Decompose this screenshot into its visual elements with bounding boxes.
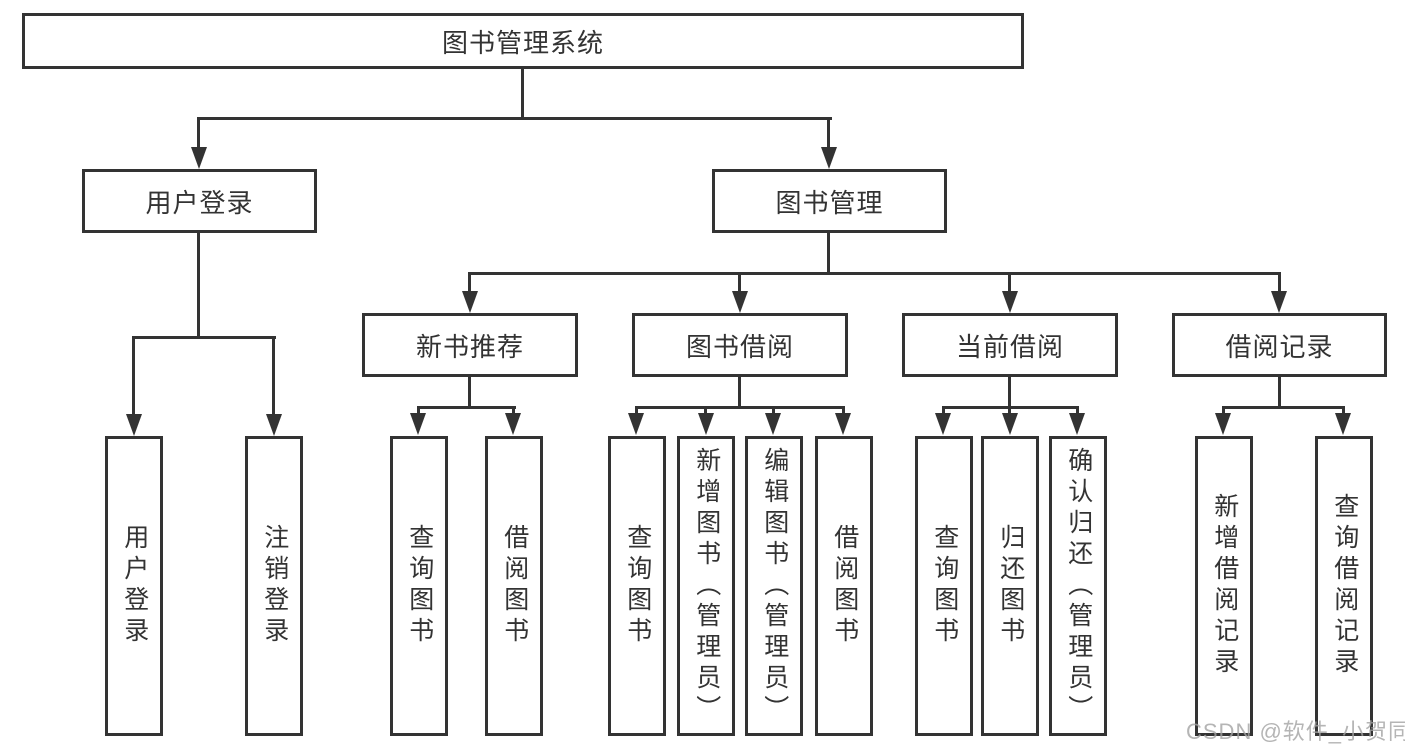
node-book-management: 图书管理 xyxy=(712,169,947,233)
leaf-query-borrow-record: 查询借阅记录 xyxy=(1315,436,1373,736)
leaf-borrow-books-recommend-label: 借阅图书 xyxy=(500,524,529,648)
connector-vline xyxy=(1278,377,1281,409)
connector-hline xyxy=(417,406,516,409)
leaf-user-login: 用户登录 xyxy=(105,436,163,736)
connector-vline xyxy=(738,272,741,293)
connector-vline xyxy=(1342,406,1345,416)
leaf-query-books-current-label: 查询图书 xyxy=(930,524,959,648)
arrow-down xyxy=(1002,413,1018,435)
leaf-confirm-return-admin-label: 确认归还（管理员） xyxy=(1064,446,1093,726)
leaf-add-borrow-record-label: 新增借阅记录 xyxy=(1210,493,1239,679)
arrow-down xyxy=(505,413,521,435)
connector-vline xyxy=(272,336,275,415)
leaf-add-borrow-record: 新增借阅记录 xyxy=(1195,436,1253,736)
connector-vline xyxy=(1076,406,1079,416)
leaf-borrow-books-recommend: 借阅图书 xyxy=(485,436,543,736)
connector-hline xyxy=(635,406,845,409)
leaf-logout-label: 注销登录 xyxy=(260,524,289,648)
connector-vline xyxy=(197,233,200,339)
arrow-down xyxy=(266,414,282,436)
connector-hline xyxy=(132,336,276,339)
connector-vline xyxy=(772,406,775,416)
connector-vline xyxy=(1222,406,1225,416)
leaf-borrow-books-borrowing-label: 借阅图书 xyxy=(830,524,859,648)
node-new-book-recommend: 新书推荐 xyxy=(362,313,578,377)
arrow-down xyxy=(126,414,142,436)
leaf-confirm-return-admin: 确认归还（管理员） xyxy=(1049,436,1107,736)
connector-vline xyxy=(521,69,524,120)
node-borrowing-records-label: 借阅记录 xyxy=(1225,331,1334,362)
node-borrowing-records: 借阅记录 xyxy=(1172,313,1387,377)
connector-vline xyxy=(842,406,845,416)
arrow-down xyxy=(1271,291,1287,313)
connector-vline xyxy=(1278,272,1281,293)
node-user-login: 用户登录 xyxy=(82,169,317,233)
leaf-edit-books-admin: 编辑图书（管理员） xyxy=(745,436,803,736)
leaf-return-books-label: 归还图书 xyxy=(996,524,1025,648)
arrow-down xyxy=(1069,413,1085,435)
node-book-borrowing: 图书借阅 xyxy=(632,313,848,377)
connector-vline xyxy=(1008,272,1011,293)
connector-vline xyxy=(635,406,638,416)
node-root-label: 图书管理系统 xyxy=(441,27,604,58)
connector-hline xyxy=(1222,406,1345,409)
connector-vline xyxy=(827,117,830,149)
leaf-query-books-borrowing-label: 查询图书 xyxy=(623,524,652,648)
leaf-add-books-admin: 新增图书（管理员） xyxy=(677,436,735,736)
connector-hline xyxy=(197,117,832,120)
arrow-down xyxy=(821,147,837,169)
arrow-down xyxy=(191,147,207,169)
arrow-down xyxy=(732,291,748,313)
node-root: 图书管理系统 xyxy=(22,13,1024,69)
node-user-login-label: 用户登录 xyxy=(145,187,254,218)
node-book-management-label: 图书管理 xyxy=(775,187,884,218)
leaf-query-borrow-record-label: 查询借阅记录 xyxy=(1330,493,1359,679)
node-current-borrowing: 当前借阅 xyxy=(902,313,1118,377)
connector-vline xyxy=(827,233,830,275)
connector-vline xyxy=(417,406,420,416)
leaf-query-books-borrowing: 查询图书 xyxy=(608,436,666,736)
leaf-logout: 注销登录 xyxy=(245,436,303,736)
leaf-query-books-recommend: 查询图书 xyxy=(390,436,448,736)
connector-vline xyxy=(132,336,135,415)
arrow-down xyxy=(1002,291,1018,313)
leaf-edit-books-admin-label: 编辑图书（管理员） xyxy=(760,446,789,726)
arrow-down xyxy=(698,413,714,435)
leaf-borrow-books-borrowing: 借阅图书 xyxy=(815,436,873,736)
csdn-watermark: CSDN @软件_小贺同学 xyxy=(1186,719,1405,744)
arrow-down xyxy=(835,413,851,435)
arrow-down xyxy=(628,413,644,435)
node-new-book-recommend-label: 新书推荐 xyxy=(415,331,524,362)
arrow-down xyxy=(935,413,951,435)
connector-vline xyxy=(468,377,471,409)
connector-vline xyxy=(738,377,741,409)
connector-vline xyxy=(512,406,515,416)
connector-vline xyxy=(942,406,945,416)
leaf-add-books-admin-label: 新增图书（管理员） xyxy=(692,446,721,726)
leaf-return-books: 归还图书 xyxy=(981,436,1039,736)
node-book-borrowing-label: 图书借阅 xyxy=(685,331,794,362)
connector-vline xyxy=(1008,406,1011,416)
leaf-query-books-current: 查询图书 xyxy=(915,436,973,736)
arrow-down xyxy=(1215,413,1231,435)
connector-vline xyxy=(704,406,707,416)
leaf-user-login-label: 用户登录 xyxy=(120,524,149,648)
arrow-down xyxy=(462,291,478,313)
connector-vline xyxy=(197,117,200,149)
node-current-borrowing-label: 当前借阅 xyxy=(955,331,1064,362)
arrow-down xyxy=(765,413,781,435)
arrow-down xyxy=(410,413,426,435)
connector-hline xyxy=(468,272,1281,275)
leaf-query-books-recommend-label: 查询图书 xyxy=(405,524,434,648)
arrow-down xyxy=(1335,413,1351,435)
connector-vline xyxy=(1008,377,1011,409)
connector-vline xyxy=(468,272,471,293)
